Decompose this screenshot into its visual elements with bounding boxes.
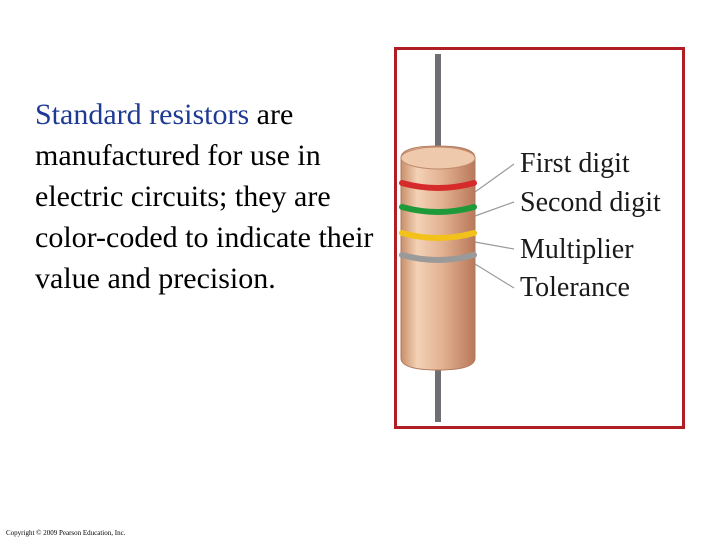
leader-line-tolerance	[474, 263, 515, 289]
highlight-term: Standard resistors	[35, 98, 250, 131]
body-text: Standard resistors are manufactured for …	[35, 94, 385, 299]
label-second-digit: Second digit	[520, 187, 661, 218]
bottom-lead	[435, 366, 441, 422]
label-tolerance: Tolerance	[520, 272, 630, 303]
copyright-footer: Copyright © 2009 Pearson Education, Inc.	[6, 529, 126, 537]
leader-line-second	[474, 201, 515, 217]
resistor-top-cap	[400, 146, 476, 170]
resistor-figure: First digit Second digit Multiplier Tole…	[394, 47, 685, 429]
body-text-rest: are manufactured for use in electric cir…	[35, 98, 374, 295]
top-lead	[435, 54, 441, 158]
label-first-digit: First digit	[520, 148, 630, 179]
resistor-illustration	[399, 54, 515, 422]
band-multiplier	[399, 230, 477, 241]
label-multiplier: Multiplier	[520, 234, 634, 265]
band-first-digit	[399, 180, 477, 191]
leader-lines	[474, 163, 515, 289]
leader-line-multiplier	[474, 241, 515, 250]
leader-line-first	[474, 163, 515, 193]
band-second-digit	[399, 204, 477, 215]
band-tolerance	[399, 252, 477, 263]
color-bands	[399, 180, 477, 263]
